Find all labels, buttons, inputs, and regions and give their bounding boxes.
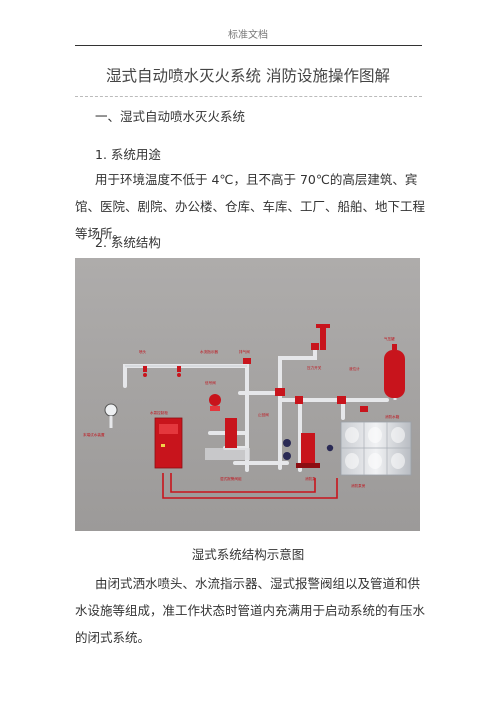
label-control-cabinet: 水泵控制柜 [150,410,168,415]
conclusion-body: 由闭式洒水喷头、水流指示器、湿式报警阀组以及管道和供水设施等组成，准工作状态时管… [75,576,426,645]
item-2-heading: 2. 系统结构 [95,235,161,250]
item-1-heading: 1. 系统用途 [95,147,161,162]
header-rule [75,45,422,46]
system-diagram-graphic: 喷头 水流指示器 排气阀 末端试水装置 水泵控制柜 气压罐 消防水箱 消防泵房 … [75,258,420,531]
label-pump-room: 消防泵房 [351,483,366,488]
document-title: 湿式自动喷水灭火系统 消防设施操作图解 [106,67,390,85]
label-exhaust-valve: 排气阀 [239,349,250,354]
label-pressure-switch: 压力开关 [307,365,322,370]
label-flow-indicator: 水流指示器 [200,349,218,354]
label-pressure-tank: 气压罐 [384,336,395,341]
header-label: 标准文档 [228,30,268,41]
label-signal-valve: 信号阀 [205,380,216,385]
section-heading: 一、湿式自动喷水灭火系统 [95,109,246,124]
label-water-tank: 消防水箱 [385,414,400,419]
diagram-labels: 喷头 水流指示器 排气阀 末端试水装置 水泵控制柜 气压罐 消防水箱 消防泵房 … [83,336,400,488]
dashed-divider [75,96,422,97]
system-diagram: 喷头 水流指示器 排气阀 末端试水装置 水泵控制柜 气压罐 消防水箱 消防泵房 … [75,258,420,531]
label-pump: 消防泵 [305,476,316,481]
label-check-valve: 止回阀 [258,412,269,417]
label-sprinkler: 喷头 [139,349,147,354]
label-level-gauge: 液位计 [349,366,360,371]
item-1-body: 用于环境温度不低于 4℃，且不高于 70℃的高层建筑、宾馆、医院、剧院、办公楼、… [75,172,426,241]
label-alarm-valve: 湿式报警阀组 [220,476,242,481]
figure-caption: 湿式系统结构示意图 [191,547,305,562]
label-end-test: 末端试水装置 [83,432,105,437]
